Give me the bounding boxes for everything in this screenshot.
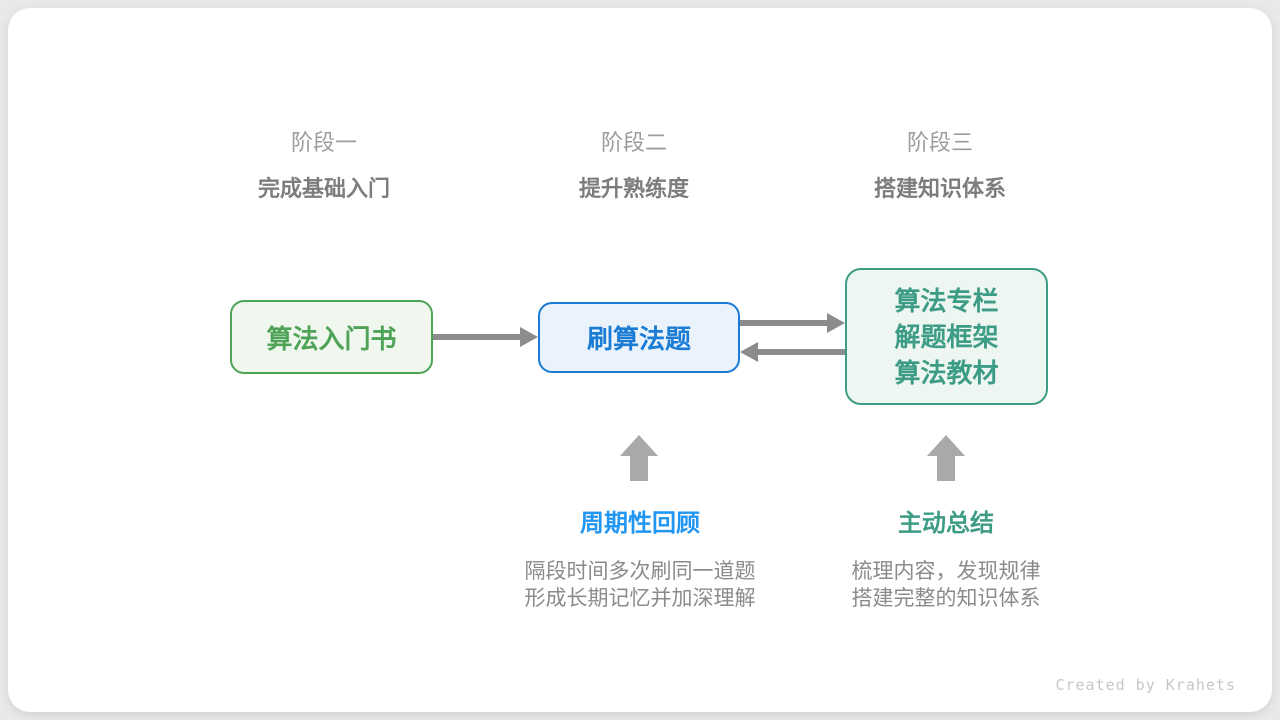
up-arrow-review-icon [620, 435, 658, 481]
stage-2-label: 阶段二 [600, 130, 667, 155]
annotation-review-title: 周期性回顾 [580, 510, 700, 537]
stage-1-subtitle: 完成基础入门 [257, 176, 390, 201]
node-intro-book-title: 算法入门书 [266, 323, 397, 354]
annotation-summarize: 主动总结 梳理内容，发现规律 搭建完整的知识体系 [776, 509, 1116, 612]
stage-1-label: 阶段一 [290, 130, 357, 155]
stage-2-subtitle: 提升熟练度 [578, 176, 689, 201]
credit-text: Created by Krahets [1055, 676, 1236, 694]
arrow-book-to-practice-icon [433, 327, 538, 347]
annotation-review-desc-line-1: 隔段时间多次刷同一道题 [524, 560, 756, 583]
node-resources: 算法专栏 解题框架 算法教材 [845, 268, 1048, 405]
stage-3-header: 阶段三 搭建知识体系 [780, 128, 1100, 204]
stage-3-label: 阶段三 [906, 130, 973, 155]
node-practice: 刷算法题 [538, 302, 740, 373]
stage-1-header: 阶段一 完成基础入门 [164, 128, 484, 204]
annotation-summarize-title: 主动总结 [898, 510, 994, 537]
annotation-review-desc: 隔段时间多次刷同一道题 形成长期记忆并加深理解 [470, 558, 810, 612]
node-resources-line-3: 算法教材 [894, 357, 999, 388]
arrow-resources-to-practice-icon [740, 342, 845, 362]
annotation-summarize-desc-line-2: 搭建完整的知识体系 [851, 587, 1041, 610]
up-arrow-summarize-icon [927, 435, 965, 481]
node-intro-book: 算法入门书 [230, 300, 433, 374]
arrow-practice-to-resources-icon [740, 313, 845, 333]
stage-3-subtitle: 搭建知识体系 [873, 176, 1006, 201]
annotation-review-desc-line-2: 形成长期记忆并加深理解 [524, 587, 756, 610]
node-practice-title: 刷算法题 [586, 324, 691, 354]
annotation-summarize-desc-line-1: 梳理内容，发现规律 [851, 560, 1041, 583]
annotation-review: 周期性回顾 隔段时间多次刷同一道题 形成长期记忆并加深理解 [470, 509, 810, 612]
node-resources-line-2: 解题框架 [894, 321, 999, 352]
stage-2-header: 阶段二 提升熟练度 [474, 128, 794, 204]
annotation-summarize-desc: 梳理内容，发现规律 搭建完整的知识体系 [776, 558, 1116, 612]
node-resources-line-1: 算法专栏 [894, 285, 999, 316]
